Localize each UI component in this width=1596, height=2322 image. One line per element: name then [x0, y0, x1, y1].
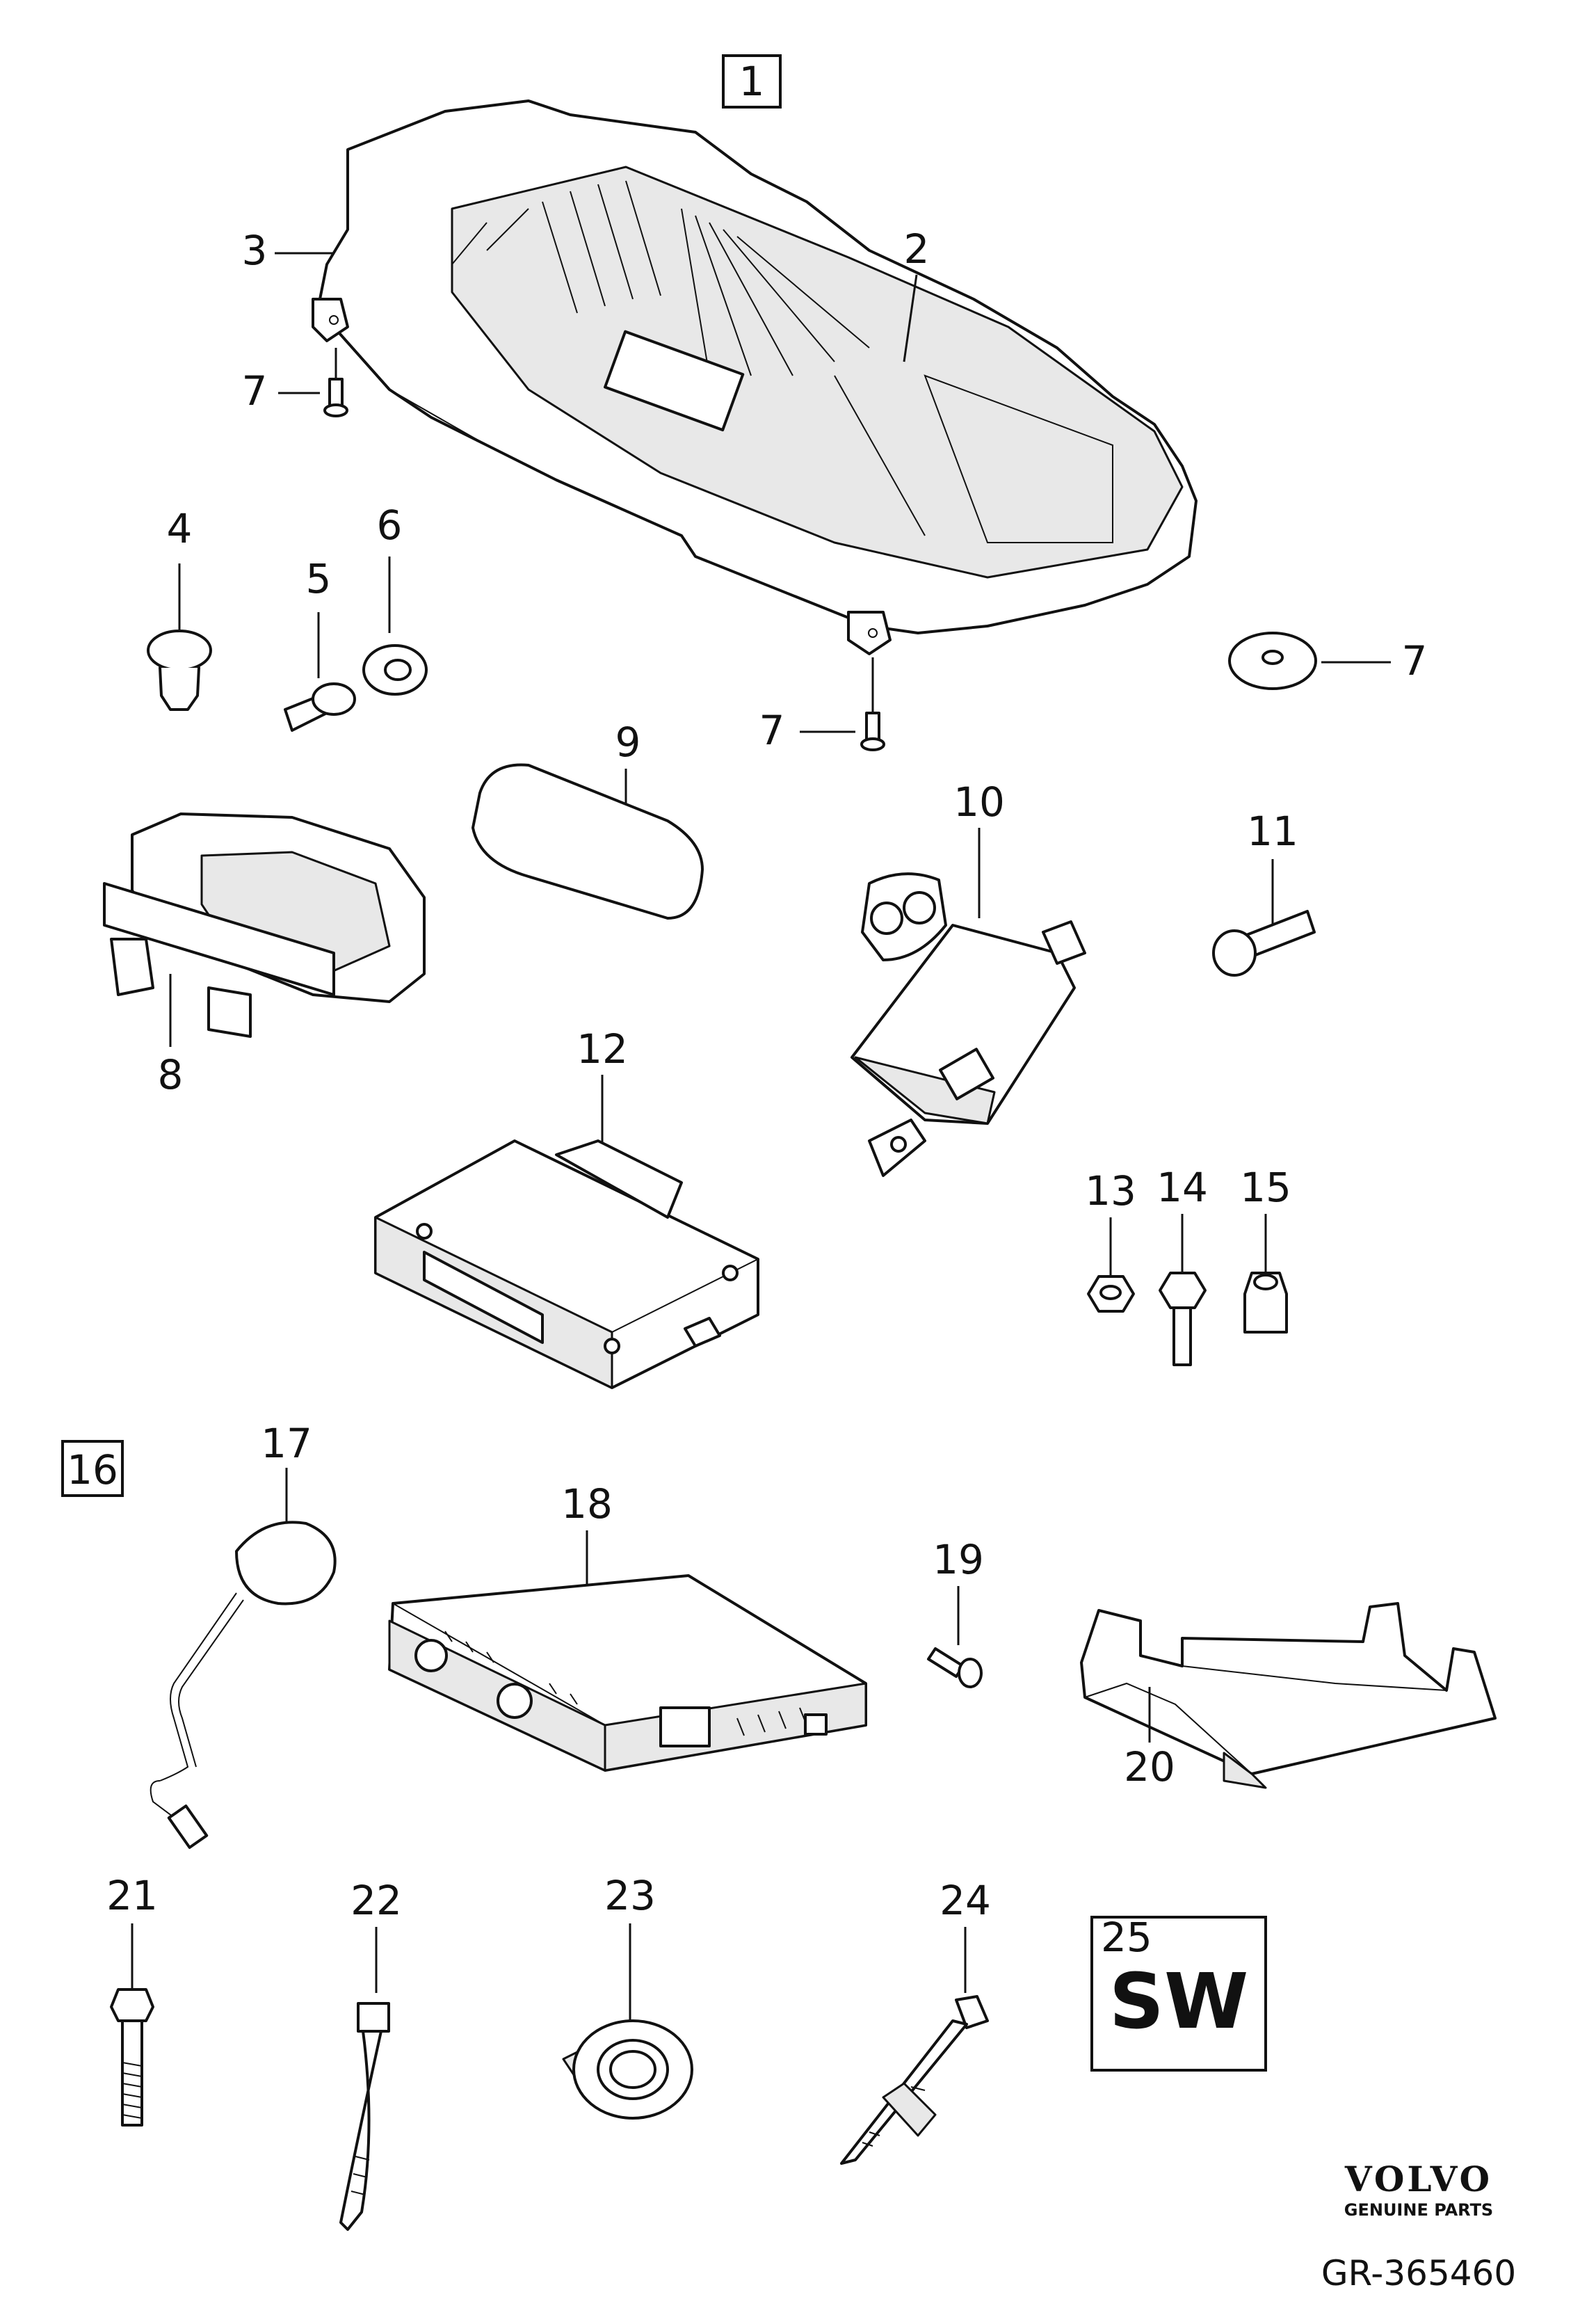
telematics-module-19: [388, 1574, 867, 1772]
callout-15: 14: [1156, 1164, 1208, 1211]
holder-9: [103, 812, 426, 1038]
control-box-13: [374, 1139, 760, 1389]
callout-7b: 7: [759, 707, 785, 754]
washer-8: [1228, 632, 1317, 690]
callout-26: 25: [1101, 1914, 1152, 1961]
callout-1: 1: [739, 58, 765, 105]
brand-logo: VOLVO: [1344, 2159, 1492, 2200]
screw-7a: [323, 348, 348, 417]
callout-24: 23: [604, 1872, 656, 1919]
software-box-26: [1090, 1916, 1267, 2072]
callout-5: 5: [306, 555, 332, 602]
callout-13: 12: [577, 1025, 628, 1073]
tray-assembly: [312, 99, 1198, 655]
callout-9: 8: [158, 1051, 184, 1098]
reference-number: GR-365460: [1321, 2253, 1516, 2293]
brand-tagline: GENUINE PARTS: [1344, 2200, 1493, 2220]
bracket-21: [1080, 1602, 1497, 1789]
antenna-18: [150, 1521, 337, 1849]
washer-6: [362, 644, 428, 696]
nut-14: [1087, 1275, 1135, 1313]
callout-17: 16: [67, 1446, 118, 1494]
bolt-12: [1212, 910, 1316, 977]
callout-17-box: [61, 1440, 124, 1497]
callout-4: 4: [167, 505, 193, 552]
callout-22: 21: [106, 1872, 158, 1919]
screw-5: [284, 682, 356, 732]
screw-7b: [860, 657, 885, 751]
callout-18: 17: [261, 1420, 312, 1467]
tape-roll-24: [562, 2019, 693, 2120]
callout-21: 20: [1124, 1743, 1175, 1791]
callout-14: 13: [1085, 1167, 1136, 1215]
callout-6: 6: [377, 502, 403, 549]
callout-1-box: [722, 54, 782, 109]
callout-12: 11: [1247, 808, 1298, 855]
software-label: SW: [1109, 1957, 1249, 2046]
callout-19: 18: [561, 1480, 613, 1528]
callout-10: 9: [615, 719, 641, 766]
callout-3: 3: [242, 227, 268, 274]
nut-16: [1243, 1272, 1288, 1334]
cable-tie-23: [339, 2002, 390, 2231]
callout-8: 7: [1402, 637, 1428, 684]
callout-25: 24: [940, 1877, 991, 1924]
clip-tie-25: [840, 1995, 989, 2165]
pad-10: [471, 763, 704, 920]
callout-16: 15: [1240, 1164, 1291, 1211]
callout-7a: 7: [242, 367, 268, 415]
callout-20: 19: [933, 1536, 984, 1583]
screw-20: [927, 1647, 983, 1688]
module-11: [851, 872, 1086, 1177]
callout-11: 10: [953, 778, 1005, 826]
callout-23: 22: [350, 1877, 402, 1924]
clip-4: [147, 630, 212, 711]
callout-2: 2: [904, 225, 930, 273]
bolt-22: [110, 1988, 154, 2127]
bolt-15: [1159, 1272, 1207, 1366]
